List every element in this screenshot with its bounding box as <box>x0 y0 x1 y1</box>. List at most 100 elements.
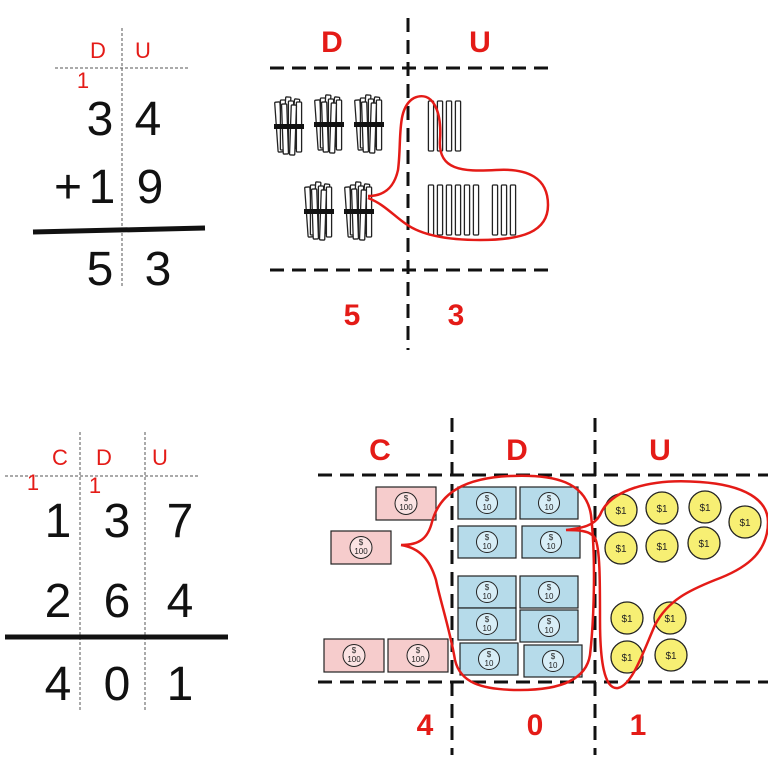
svg-text:$1: $1 <box>698 539 710 550</box>
svg-text:$: $ <box>487 650 492 659</box>
diagram1-regroup-loop <box>367 95 550 242</box>
problem2-result-tens: 0 <box>104 658 131 711</box>
svg-text:$1: $1 <box>656 542 668 553</box>
coin-2: $1 <box>645 491 679 525</box>
svg-text:$: $ <box>485 494 490 503</box>
svg-text:10: 10 <box>483 542 492 551</box>
svg-text:$1: $1 <box>665 651 677 662</box>
coin-6: $1 <box>645 529 679 563</box>
coin-5: $1 <box>604 531 638 565</box>
problem1-plus-sign: + <box>54 161 82 214</box>
bill-100-c: $ 100 <box>323 638 385 673</box>
bill-10-8: $ 10 <box>519 609 579 643</box>
problem1-addend2-tens: 1 <box>89 161 116 214</box>
problem2-header-tens: D <box>96 445 112 470</box>
bill-100-a: $ 100 <box>375 486 437 521</box>
coin-9: $1 <box>653 601 687 635</box>
bill-10-10: $ 10 <box>523 644 583 678</box>
diagram1-header-units: U <box>469 26 491 59</box>
bill-100-d: $ 100 <box>387 638 449 673</box>
svg-text:100: 100 <box>354 547 368 556</box>
svg-text:$1: $1 <box>656 504 668 515</box>
problem1-addend2-units: 9 <box>137 161 164 214</box>
problem2-addend1-tens: 3 <box>104 495 131 548</box>
diagram2-regroup-loop-tens <box>400 474 596 692</box>
diagram2-result-units: 1 <box>630 709 647 742</box>
problem2-addend2-units: 4 <box>167 575 194 628</box>
bill-100-b: $ 100 <box>330 530 392 565</box>
svg-text:$: $ <box>551 652 556 661</box>
svg-text:$: $ <box>416 646 421 655</box>
svg-text:$1: $1 <box>615 506 627 517</box>
svg-text:10: 10 <box>545 626 554 635</box>
diagram1-header-tens: D <box>321 26 343 59</box>
coin-1: $1 <box>604 493 638 527</box>
bill-10-9: $ 10 <box>459 642 519 676</box>
diagram1-sticks-grid: D U 5 3 <box>270 18 550 350</box>
svg-text:100: 100 <box>411 655 425 664</box>
svg-text:10: 10 <box>485 659 494 668</box>
diagram2-result-hundreds: 4 <box>417 709 434 742</box>
diagram2-result-tens: 0 <box>527 709 544 742</box>
svg-text:$: $ <box>547 494 552 503</box>
coin-7: $1 <box>687 526 721 560</box>
svg-text:$: $ <box>352 646 357 655</box>
svg-text:$1: $1 <box>664 614 676 625</box>
svg-text:$: $ <box>485 533 490 542</box>
problem2-addend1-units: 7 <box>167 495 194 548</box>
diagram1-loose-sticks <box>427 100 517 236</box>
bill-10-5: $ 10 <box>457 575 517 609</box>
diagram1-ten-bundles <box>274 95 384 240</box>
svg-text:$1: $1 <box>739 518 751 529</box>
svg-text:$: $ <box>485 615 490 624</box>
svg-text:10: 10 <box>547 542 556 551</box>
svg-text:$1: $1 <box>615 544 627 555</box>
diagram2-money-grid: C D U $ 100 $ 100 $ 100 $ 100 <box>318 418 768 755</box>
bill-10-3: $ 10 <box>457 525 517 559</box>
svg-text:$1: $1 <box>621 653 633 664</box>
problem2-vertical-addition: C D U 1 1 1 3 7 2 6 4 4 0 1 <box>5 432 228 711</box>
problem1-header-tens: D <box>90 38 106 63</box>
diagram1-result-units: 3 <box>448 299 465 332</box>
svg-text:10: 10 <box>483 503 492 512</box>
coin-4: $1 <box>728 505 762 539</box>
diagram2-header-units: U <box>649 434 671 467</box>
problem1-result-units: 3 <box>145 243 172 296</box>
svg-text:10: 10 <box>483 624 492 633</box>
diagram2-header-hundreds: C <box>369 434 391 467</box>
svg-text:$: $ <box>359 538 364 547</box>
bill-10-1: $ 10 <box>457 486 517 520</box>
svg-text:10: 10 <box>545 592 554 601</box>
problem2-carry-tens: 1 <box>89 473 101 498</box>
coin-10: $1 <box>610 640 644 674</box>
svg-text:10: 10 <box>483 592 492 601</box>
bill-10-6: $ 10 <box>519 575 579 609</box>
bill-10-7: $ 10 <box>457 607 517 641</box>
problem2-carry-hundreds: 1 <box>27 470 39 495</box>
diagram2-regroup-loop-units <box>565 480 768 690</box>
bill-10-2: $ 10 <box>519 486 579 520</box>
problem2-result-units: 1 <box>167 658 194 711</box>
problem2-result-hundreds: 4 <box>45 658 72 711</box>
coin-11: $1 <box>654 638 688 672</box>
svg-text:$: $ <box>547 617 552 626</box>
svg-text:$: $ <box>485 583 490 592</box>
svg-text:100: 100 <box>347 655 361 664</box>
problem1-vertical-addition: D U 1 3 4 + 1 9 5 3 <box>32 28 206 296</box>
problem1-addend1-tens: 3 <box>87 93 114 146</box>
problem1-result-tens: 5 <box>87 243 114 296</box>
problem1-carry: 1 <box>77 68 89 93</box>
problem1-addend1-units: 4 <box>135 93 162 146</box>
problem2-header-hundreds: C <box>52 445 68 470</box>
svg-text:10: 10 <box>549 661 558 670</box>
svg-text:100: 100 <box>399 503 413 512</box>
problem1-header-units: U <box>135 38 151 63</box>
svg-text:$: $ <box>549 533 554 542</box>
coin-3: $1 <box>688 490 722 524</box>
bill-10-4: $ 10 <box>521 525 581 559</box>
coin-8: $1 <box>610 601 644 635</box>
diagram2-header-tens: D <box>506 434 528 467</box>
problem2-addend2-tens: 6 <box>104 575 131 628</box>
svg-text:$: $ <box>404 494 409 503</box>
